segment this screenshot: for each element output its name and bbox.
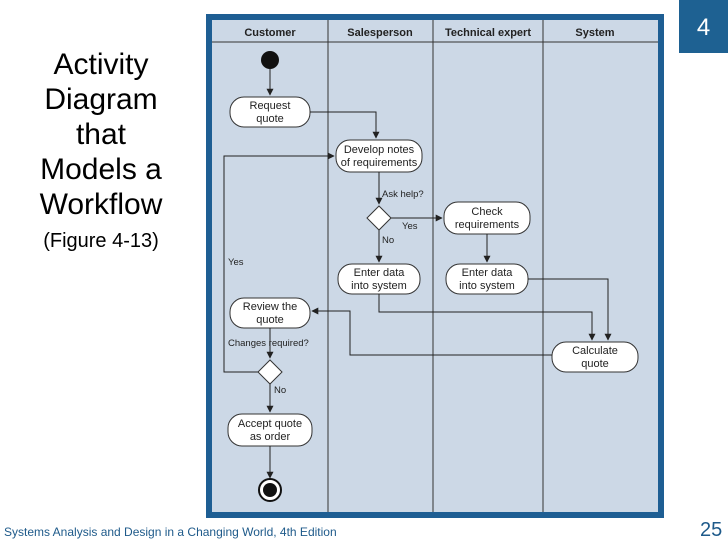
start-node: [261, 51, 279, 69]
node-label: Request: [250, 100, 291, 112]
title-line: Models a: [40, 153, 162, 186]
node-label: quote: [581, 358, 609, 370]
node-label: into system: [459, 280, 515, 292]
page-number: 25: [700, 519, 723, 541]
chapter-badge: 4: [679, 0, 728, 53]
title-line: that: [75, 118, 127, 151]
node-label: Enter data: [354, 267, 406, 279]
action-calculate-quote: [551, 341, 639, 373]
node-label: Calculate: [572, 345, 618, 357]
node-label: quote: [256, 314, 284, 326]
edge-label-no-final: No: [274, 385, 286, 396]
slide-title: Activity Diagram that Models a Workflow: [10, 47, 192, 222]
edge-label-yes-loop: Yes: [228, 257, 244, 268]
activity-diagram: Customer Salesperson Technical expert Sy…: [206, 14, 664, 518]
slide-subtitle: (Figure 4-13): [43, 230, 159, 252]
lane-header-salesperson: Salesperson: [347, 27, 413, 39]
title-line: Workflow: [39, 188, 163, 221]
lane-header-customer: Customer: [244, 27, 296, 39]
node-label: as order: [250, 431, 291, 443]
edge-label-ask-help: Ask help?: [382, 189, 424, 200]
footer-text: Systems Analysis and Design in a Changin…: [4, 525, 337, 539]
lane-header-system: System: [575, 27, 614, 39]
node-label: Enter data: [462, 267, 514, 279]
node-label: Check: [471, 206, 503, 218]
title-line: Activity: [53, 48, 149, 81]
node-label: Accept quote: [238, 418, 302, 430]
lane-header-technical-expert: Technical expert: [445, 27, 531, 39]
node-label: of requirements: [341, 157, 418, 169]
node-label: requirements: [455, 219, 520, 231]
title-line: Diagram: [44, 83, 158, 116]
node-label: Develop notes: [344, 144, 415, 156]
node-label: Review the: [243, 301, 297, 313]
edge-label-changes-required: Changes required?: [228, 338, 309, 349]
edge-label-no: No: [382, 235, 394, 246]
node-label: into system: [351, 280, 407, 292]
node-label: quote: [256, 113, 284, 125]
edge-label-yes: Yes: [402, 221, 418, 232]
